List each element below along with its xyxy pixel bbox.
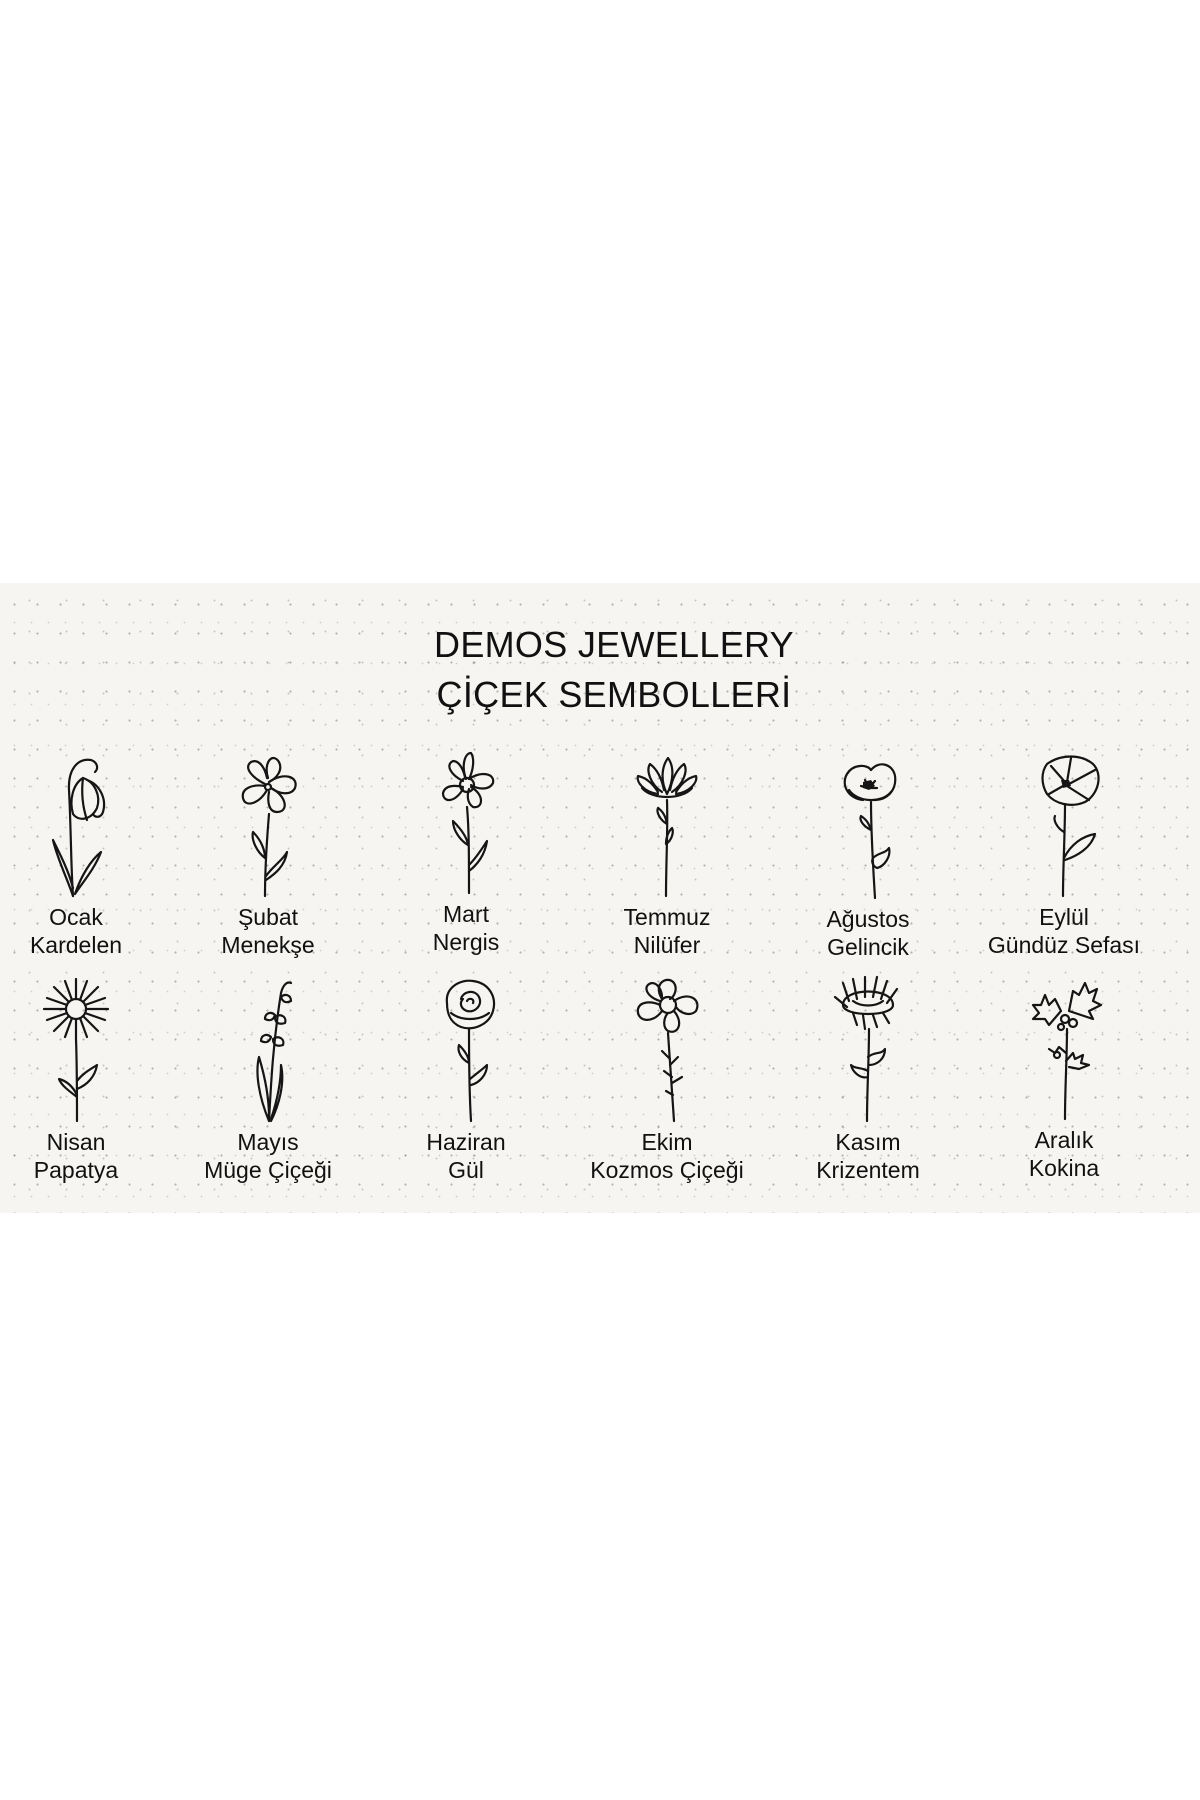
flower-label: Mayıs Müge Çiçeği — [168, 1128, 368, 1184]
flower-label: Mart Nergis — [366, 900, 566, 956]
flower-card-mayis: Mayıs Müge Çiçeği — [168, 973, 368, 1193]
flower-label: Ağustos Gelincik — [768, 905, 968, 961]
flower-name: Kozmos Çiçeği — [590, 1157, 744, 1183]
flower-name: Kokina — [1028, 1155, 1100, 1181]
flower-label: Şubat Menekşe — [168, 903, 368, 959]
month-label: Aralık — [1034, 1127, 1094, 1153]
cosmos-icon — [636, 978, 699, 1123]
water-lily-icon — [636, 756, 698, 898]
flower-name: Nilüfer — [633, 932, 701, 958]
flower-card-aralik: Aralık Kokina — [964, 971, 1164, 1191]
snowdrop-icon — [51, 758, 106, 898]
flower-card-kasim: Kasım Krizentem — [768, 973, 968, 1193]
month-label: Ağustos — [826, 906, 910, 932]
month-label: Kasım — [835, 1129, 901, 1155]
daisy-icon — [42, 977, 110, 1123]
flower-card-agustos: Ağustos Gelincik — [768, 750, 968, 970]
title-line-2: ÇİÇEK SEMBOLLERİ — [436, 674, 792, 715]
month-label: Eylül — [1039, 904, 1089, 930]
chrysanthemum-icon — [833, 975, 899, 1123]
morning-glory-icon — [1041, 755, 1100, 898]
flower-card-nisan: Nisan Papatya — [0, 973, 176, 1193]
flower-label: Eylül Gündüz Sefası — [964, 903, 1164, 959]
rose-icon — [445, 979, 496, 1123]
flower-label: Ekim Kozmos Çiçeği — [567, 1128, 767, 1184]
flower-label: Aralık Kokina — [964, 1126, 1164, 1182]
flower-name: Müge Çiçeği — [204, 1157, 332, 1183]
month-label: Temmuz — [623, 904, 711, 930]
flower-card-temmuz: Temmuz Nilüfer — [567, 748, 767, 968]
month-label: Nisan — [46, 1129, 106, 1155]
flower-symbols-banner: DEMOS JEWELLERY ÇİÇEK SEMBOLLERİ Ocak Ka… — [0, 583, 1200, 1213]
flower-name: Menekşe — [221, 932, 315, 958]
flower-label: Haziran Gül — [366, 1128, 566, 1184]
month-label: Mayıs — [237, 1129, 299, 1155]
flower-card-haziran: Haziran Gül — [366, 973, 566, 1193]
flower-card-mart: Mart Nergis — [366, 745, 566, 965]
lily-of-the-valley-icon — [256, 981, 293, 1123]
flower-card-subat: Şubat Menekşe — [168, 748, 368, 968]
violet-icon — [241, 756, 297, 898]
flower-name: Nergis — [432, 929, 500, 955]
flower-name: Kardelen — [29, 932, 123, 958]
flower-label: Ocak Kardelen — [0, 903, 176, 959]
holly-icon — [1031, 981, 1103, 1121]
poppy-icon — [843, 763, 897, 900]
title-line-1: DEMOS JEWELLERY — [434, 624, 794, 665]
flower-label: Nisan Papatya — [0, 1128, 176, 1184]
month-label: Şubat — [237, 904, 299, 930]
flower-card-ocak: Ocak Kardelen — [0, 748, 176, 968]
flower-label: Temmuz Nilüfer — [567, 903, 767, 959]
flower-card-ekim: Ekim Kozmos Çiçeği — [567, 973, 767, 1193]
flower-name: Papatya — [33, 1157, 119, 1183]
flower-name: Gelincik — [827, 934, 909, 960]
flower-name: Krizentem — [816, 1157, 920, 1183]
month-label: Haziran — [426, 1129, 506, 1155]
month-label: Ekim — [641, 1129, 693, 1155]
month-label: Mart — [443, 901, 489, 927]
flower-label: Kasım Krizentem — [768, 1128, 968, 1184]
page-title: DEMOS JEWELLERY ÇİÇEK SEMBOLLERİ — [0, 620, 1200, 720]
month-label: Ocak — [49, 904, 103, 930]
flower-card-eylul: Eylül Gündüz Sefası — [964, 748, 1164, 968]
flower-name: Gündüz Sefası — [987, 932, 1141, 958]
daffodil-icon — [441, 751, 495, 895]
flower-name: Gül — [448, 1157, 484, 1183]
